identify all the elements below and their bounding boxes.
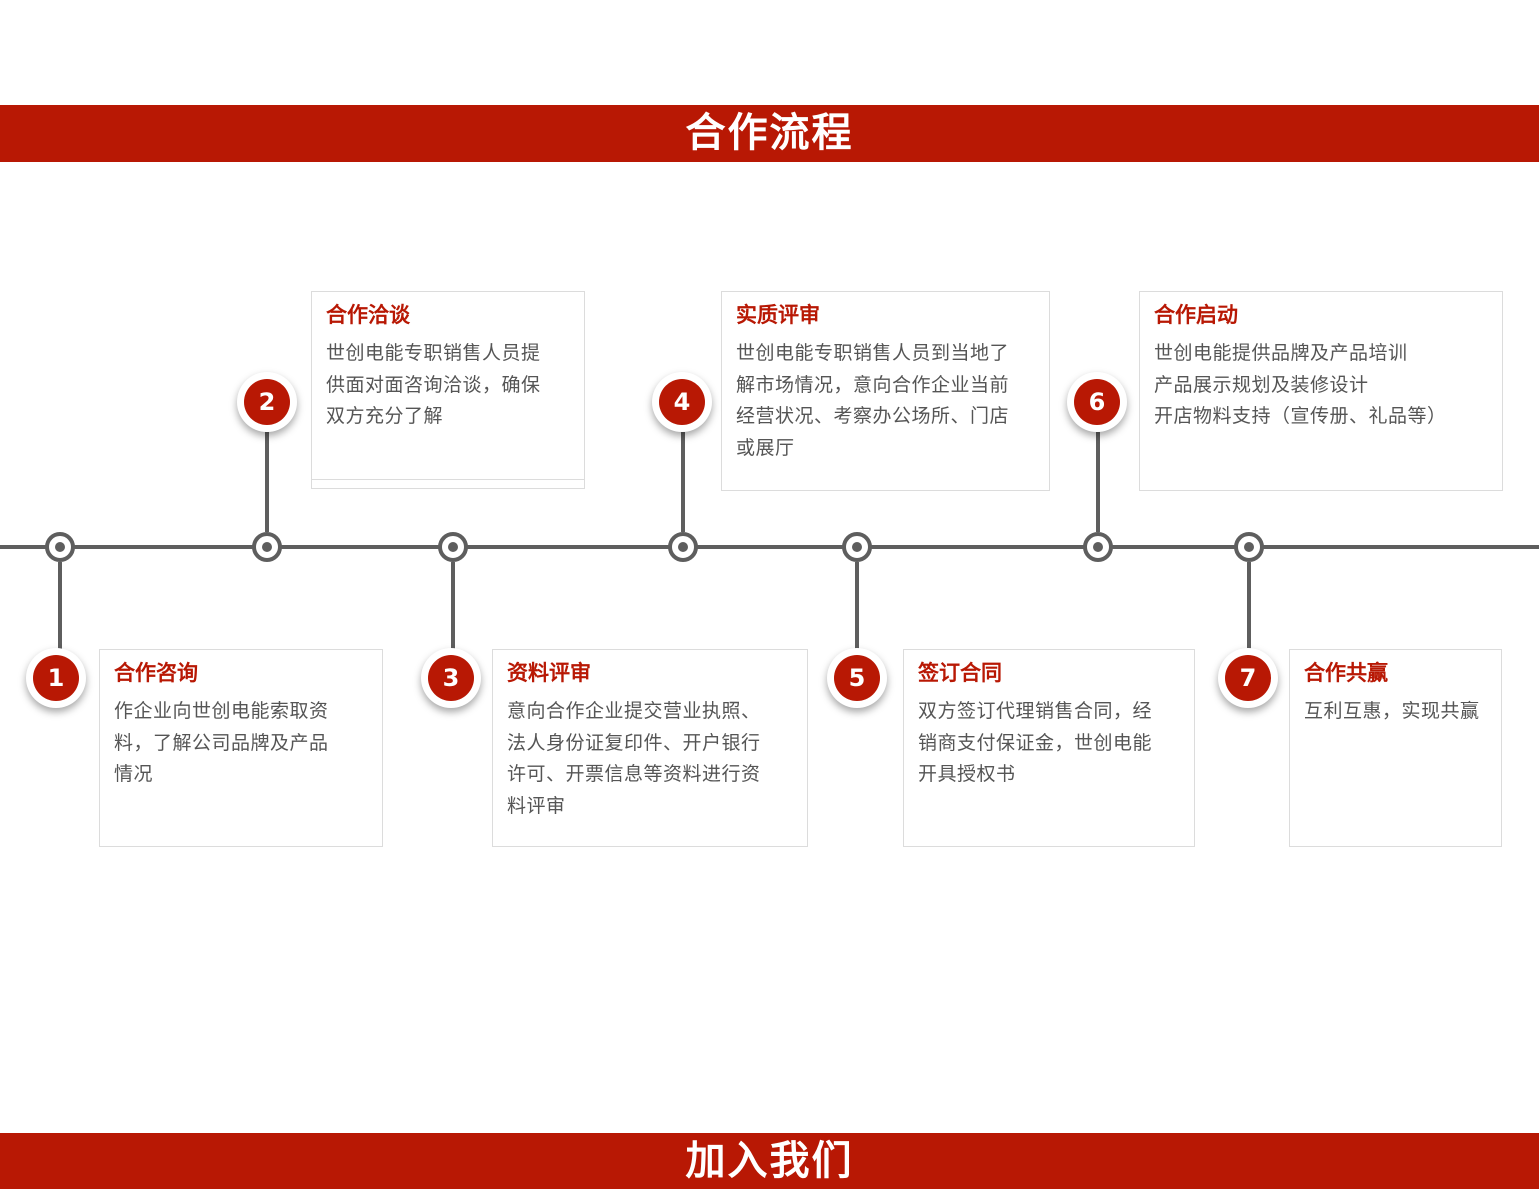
timeline-stem-7 — [1247, 562, 1251, 650]
step-2-line-1: 世创电能专职销售人员提 — [326, 342, 541, 364]
step-6-line-2: 产品展示规划及装修设计 — [1154, 373, 1369, 396]
timeline-dot-4 — [668, 532, 698, 562]
step-number-7: 7 — [1225, 655, 1271, 701]
timeline-dot-2 — [252, 532, 282, 562]
timeline-stem-3 — [451, 562, 455, 650]
step-number-2: 2 — [244, 379, 290, 425]
page-title: 合作流程 — [685, 110, 854, 156]
step-title-4: 实质评审 — [736, 303, 820, 327]
step-description-1: 作企业向世创电能索取资 料，了解公司品牌及产品 情况 — [114, 696, 368, 791]
step-4-line-1: 世创电能专职销售人员到当地了 — [736, 342, 1010, 364]
step-title-5: 签订合同 — [918, 661, 1002, 685]
timeline-dot-7 — [1234, 532, 1264, 562]
step-title-6: 合作启动 — [1154, 303, 1238, 327]
step-badge-2: 2 — [237, 372, 297, 432]
step-number-6: 6 — [1074, 379, 1120, 425]
timeline-dot-3 — [438, 532, 468, 562]
step-6-line-1: 世创电能提供品牌及产品培训 — [1154, 342, 1408, 364]
step-3-line-3: 许可、开票信息等资料进行资 — [507, 763, 761, 785]
timeline-dot-1 — [45, 532, 75, 562]
step-title-2: 合作洽谈 — [326, 303, 410, 327]
step-1-line-2: 料，了解公司品牌及产品 — [114, 731, 329, 754]
step-4-line-3: 经营状况、考察办公场所、门店 — [736, 405, 1010, 427]
step-card-6: 合作启动 世创电能提供品牌及产品培训 产品展示规划及装修设计 开店物料支持（宣传… — [1139, 291, 1503, 491]
step-badge-1: 1 — [26, 648, 86, 708]
step-card-1: 合作咨询 作企业向世创电能索取资 料，了解公司品牌及产品 情况 — [99, 649, 383, 847]
step-badge-7: 7 — [1218, 648, 1278, 708]
step-card-2: 合作洽谈 世创电能专职销售人员提 供面对面咨询洽谈，确保 双方充分了解 — [311, 291, 585, 489]
page-title-banner: 合作流程 — [0, 105, 1539, 162]
step-card-3: 资料评审 意向合作企业提交营业执照、 法人身份证复印件、开户银行 许可、开票信息… — [492, 649, 808, 847]
timeline-dot-6 — [1083, 532, 1113, 562]
step-number-5: 5 — [834, 655, 880, 701]
step-5-line-1: 双方签订代理销售合同，经 — [918, 700, 1153, 722]
timeline-stem-6 — [1096, 432, 1100, 532]
step-3-line-1: 意向合作企业提交营业执照、 — [507, 700, 761, 722]
step-3-line-2: 法人身份证复印件、开户银行 — [507, 731, 761, 754]
step-number-3: 3 — [428, 655, 474, 701]
step-description-2: 世创电能专职销售人员提 供面对面咨询洽谈，确保 双方充分了解 — [326, 338, 570, 433]
timeline-stem-4 — [681, 432, 685, 532]
step-4-line-2: 解市场情况，意向合作企业当前 — [736, 373, 1010, 396]
timeline-stem-1 — [58, 562, 62, 650]
timeline-stem-5 — [855, 562, 859, 650]
timeline-line — [0, 545, 1539, 549]
step-description-7: 互利互惠，实现共赢 — [1304, 696, 1487, 728]
step-7-line-1: 互利互惠，实现共赢 — [1304, 700, 1480, 722]
step-description-3: 意向合作企业提交营业执照、 法人身份证复印件、开户银行 许可、开票信息等资料进行… — [507, 696, 793, 822]
step-badge-3: 3 — [421, 648, 481, 708]
step-description-6: 世创电能提供品牌及产品培训 产品展示规划及装修设计 开店物料支持（宣传册、礼品等… — [1154, 338, 1488, 433]
step-5-line-2: 销商支付保证金，世创电能 — [918, 731, 1153, 754]
step-4-line-4: 或展厅 — [736, 436, 795, 459]
step-2-line-3: 双方充分了解 — [326, 405, 444, 427]
step-number-4: 4 — [659, 379, 705, 425]
step-badge-4: 4 — [652, 372, 712, 432]
step-badge-5: 5 — [827, 648, 887, 708]
step-number-1: 1 — [33, 655, 79, 701]
step-title-3: 资料评审 — [507, 661, 591, 685]
step-badge-6: 6 — [1067, 372, 1127, 432]
step-description-4: 世创电能专职销售人员到当地了 解市场情况，意向合作企业当前 经营状况、考察办公场… — [736, 338, 1035, 464]
step-6-line-3: 开店物料支持（宣传册、礼品等） — [1154, 405, 1447, 427]
step-5-line-3: 开具授权书 — [918, 763, 1016, 785]
timeline-dot-5 — [842, 532, 872, 562]
step-title-7: 合作共赢 — [1304, 661, 1388, 685]
step-card-5: 签订合同 双方签订代理销售合同，经 销商支付保证金，世创电能 开具授权书 — [903, 649, 1195, 847]
step-title-1: 合作咨询 — [114, 661, 198, 685]
step-card-4: 实质评审 世创电能专职销售人员到当地了 解市场情况，意向合作企业当前 经营状况、… — [721, 291, 1050, 491]
step-3-line-4: 料评审 — [507, 794, 566, 817]
step-card-7: 合作共赢 互利互惠，实现共赢 — [1289, 649, 1502, 847]
join-us-banner[interactable]: 加入我们 — [0, 1133, 1539, 1189]
card-divider — [312, 479, 584, 480]
join-us-title: 加入我们 — [685, 1138, 854, 1184]
step-1-line-3: 情况 — [114, 763, 154, 785]
step-2-line-2: 供面对面咨询洽谈，确保 — [326, 373, 541, 396]
timeline-stem-2 — [265, 432, 269, 532]
step-description-5: 双方签订代理销售合同，经 销商支付保证金，世创电能 开具授权书 — [918, 696, 1180, 791]
step-1-line-1: 作企业向世创电能索取资 — [114, 700, 329, 722]
